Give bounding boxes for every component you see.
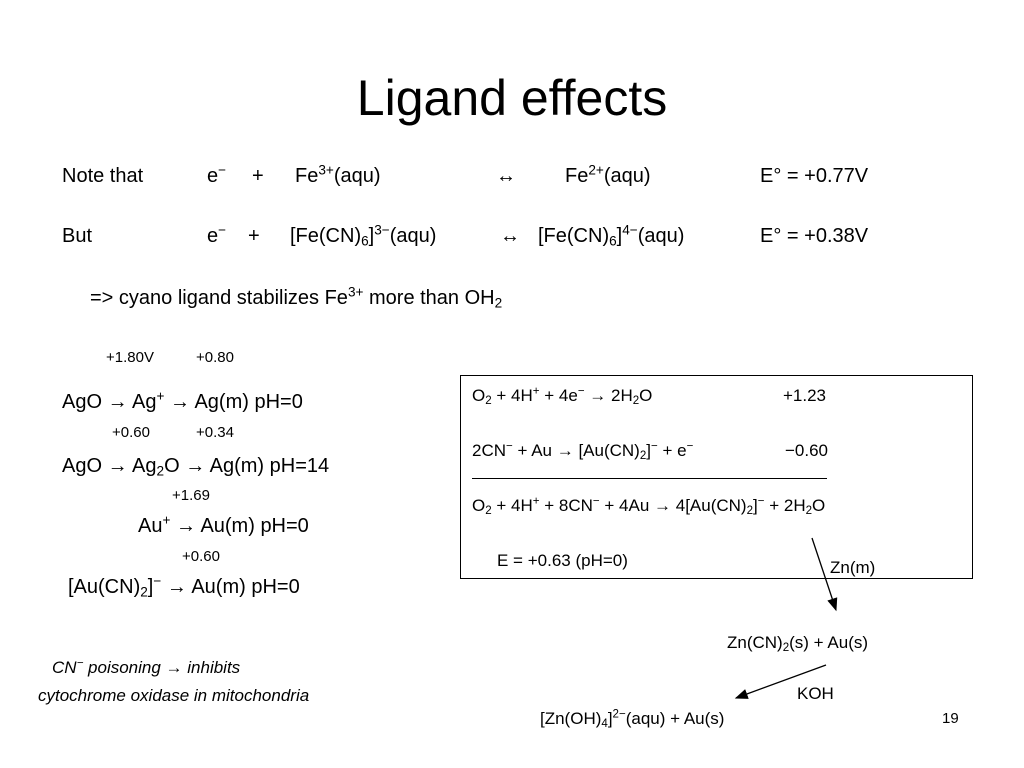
arrow-to-zincate [734,664,827,699]
eq2-equilibrium-arrow: ↔ [500,225,520,247]
silver-potential-1b: +0.80 [196,349,234,366]
eq1-electron: e− [207,162,227,187]
box-potential-1: +1.23 [783,386,827,405]
eq2-reactant: [Fe(CN)6]3−(aqu) [290,222,437,249]
silver-potential-2a: +0.60 [112,424,150,441]
eq1-lead: Note that [62,165,144,187]
slide-title: Ligand effects [356,70,668,126]
eq2-potential: E° = +0.38V [760,225,869,247]
arrow-to-zinc-product [811,537,838,612]
box-line-oxygen-reduction: O2 + 4H+ + 4e− → 2H2O [472,385,653,407]
gold-potential-1: +1.69 [172,487,210,504]
silver-reaction-ph0: AgO → Ag+ → Ag(m) pH=0 [62,388,303,413]
eq2-electron: e− [207,222,227,247]
poisoning-note-line2: cytochrome oxidase in mitochondria [38,686,310,705]
box-divider [472,478,827,479]
gold-potential-2: +0.60 [182,548,220,565]
gold-reaction-cyano: [Au(CN)2]− → Au(m) pH=0 [68,573,300,600]
zincate-product: [Zn(OH)4]2−(aqu) + Au(s) [540,708,725,730]
box-overall-potential: E = +0.63 (pH=0) [497,551,628,570]
eq1-potential: E° = +0.77V [760,165,869,187]
eq2-lead: But [62,225,93,247]
box-line-overall: O2 + 4H+ + 8CN− + 4Au → 4[Au(CN)2]− + 2H… [472,495,826,517]
eq1-equilibrium-arrow: ↔ [496,165,516,187]
eq1-reactant: Fe3+(aqu) [295,162,381,187]
poisoning-note-line1: CN− poisoning → inhibits [52,657,241,677]
page-number: 19 [942,710,959,727]
eq2-plus: + [248,225,260,247]
box-potential-2: −0.60 [785,441,829,460]
eq1-product: Fe2+(aqu) [565,162,651,187]
silver-potential-1a: +1.80V [106,349,154,366]
eq2-product: [Fe(CN)6]4−(aqu) [538,222,685,249]
gold-reaction-aqua: Au+ → Au(m) pH=0 [138,512,309,537]
silver-reaction-ph14: AgO → Ag2O → Ag(m) pH=14 [62,455,330,479]
eq1-plus: + [252,165,264,187]
conclusion-text: => cyano ligand stabilizes Fe3+ more tha… [90,284,503,311]
silver-potential-2b: +0.34 [196,424,234,441]
zinc-reagent: Zn(m) [830,558,876,577]
zinc-product: Zn(CN)2(s) + Au(s) [727,633,869,654]
cyanidation-box [460,375,973,579]
koh-reagent: KOH [797,684,834,703]
box-line-gold-oxidation: 2CN− + Au → [Au(CN)2]− + e− [472,440,694,462]
